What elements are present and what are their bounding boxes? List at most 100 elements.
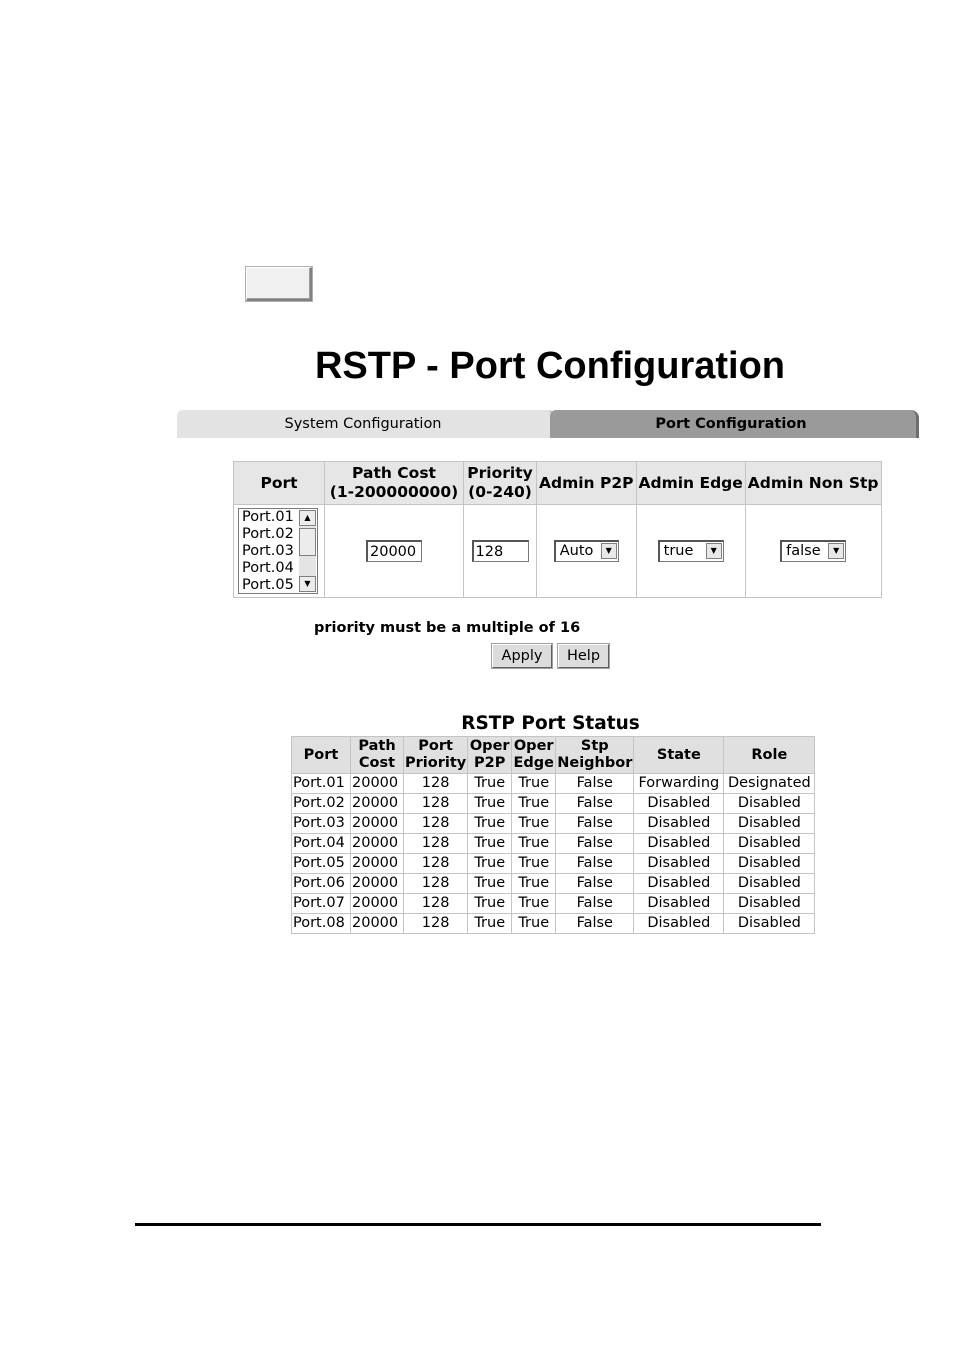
cell-port: Port.03	[291, 813, 351, 834]
apply-button[interactable]: Apply	[492, 644, 552, 668]
port-option[interactable]: Port.04	[242, 560, 294, 576]
tab-system-configuration[interactable]: System Configuration	[177, 410, 549, 438]
admin-non-stp-value: false	[786, 543, 821, 559]
cell-port: Port.06	[291, 873, 351, 894]
cell-path-cost: 20000	[350, 913, 404, 934]
blank-button[interactable]	[246, 267, 312, 301]
cell-port: Port.01	[291, 773, 351, 794]
col-header-priority: Priority(0-240)	[463, 461, 537, 505]
cell-path-cost: 20000	[350, 813, 404, 834]
cell-port: Port.04	[291, 833, 351, 854]
cell-path-cost: 20000	[350, 893, 404, 914]
admin-edge-value: true	[663, 543, 694, 559]
cell-state: Disabled	[633, 793, 725, 814]
cell-port: Port.08	[291, 913, 351, 934]
cell-role: Disabled	[723, 913, 816, 934]
cell-oper-p2p: True	[467, 813, 513, 834]
page-title: RSTP - Port Configuration	[314, 345, 786, 387]
cell-port-priority: 128	[402, 853, 469, 874]
cell-role: Designated	[723, 773, 816, 794]
status-col-state: State	[633, 736, 725, 774]
scroll-thumb[interactable]	[299, 528, 316, 556]
help-button[interactable]: Help	[558, 644, 609, 668]
admin-edge-select[interactable]: true ▼	[657, 540, 724, 562]
col-header-admin-edge: Admin Edge	[635, 461, 746, 505]
col-header-path-cost: Path Cost(1-200000000)	[324, 461, 464, 505]
cell-state: Disabled	[633, 873, 725, 894]
dropdown-arrow-icon[interactable]: ▼	[600, 543, 617, 559]
cell-oper-edge: True	[511, 853, 557, 874]
dropdown-arrow-icon[interactable]: ▼	[828, 543, 845, 559]
config-header-row: Port Path Cost(1-200000000) Priority(0-2…	[233, 461, 882, 505]
path-cost-input[interactable]	[366, 540, 422, 562]
cell-port-priority: 128	[402, 833, 469, 854]
footer-divider	[135, 1223, 821, 1226]
cell-port: Port.02	[291, 793, 351, 814]
cell-state: Disabled	[633, 893, 725, 914]
port-option[interactable]: Port.02	[242, 526, 294, 542]
config-input-row: Port.01 Port.02 Port.03 Port.04 Port.05 …	[233, 504, 882, 598]
admin-non-stp-select[interactable]: false ▼	[780, 540, 847, 562]
status-col-role: Role	[723, 736, 816, 774]
port-listbox[interactable]: Port.01 Port.02 Port.03 Port.04 Port.05 …	[238, 508, 318, 594]
cell-oper-edge: True	[511, 833, 557, 854]
cell-state: Forwarding	[633, 773, 725, 794]
cell-port-priority: 128	[402, 773, 469, 794]
cell-path-cost: 20000	[350, 873, 404, 894]
cell-oper-p2p: True	[467, 773, 513, 794]
cell-stp-neighbor: False	[555, 833, 635, 854]
priority-cell	[463, 504, 537, 598]
port-option[interactable]: Port.03	[242, 543, 294, 559]
tab-port-configuration[interactable]: Port Configuration	[550, 410, 912, 438]
priority-input[interactable]	[471, 540, 529, 562]
cell-port: Port.05	[291, 853, 351, 874]
port-option[interactable]: Port.05	[242, 577, 294, 593]
admin-p2p-select[interactable]: Auto ▼	[553, 540, 619, 562]
cell-oper-edge: True	[511, 813, 557, 834]
cell-oper-edge: True	[511, 913, 557, 934]
priority-hint: priority must be a multiple of 16	[314, 620, 581, 636]
cell-state: Disabled	[633, 913, 725, 934]
admin-edge-cell: true ▼	[635, 504, 746, 598]
cell-oper-edge: True	[511, 893, 557, 914]
listbox-scrollbar[interactable]: ▲ ▼	[299, 510, 316, 592]
admin-p2p-cell: Auto ▼	[536, 504, 637, 598]
status-col-port: Port	[291, 736, 351, 774]
cell-stp-neighbor: False	[555, 793, 635, 814]
cell-role: Disabled	[723, 873, 816, 894]
port-config-table: Port Path Cost(1-200000000) Priority(0-2…	[233, 461, 882, 598]
port-option[interactable]: Port.01	[242, 509, 294, 525]
cell-port-priority: 128	[402, 873, 469, 894]
col-header-port: Port	[233, 461, 325, 505]
cell-oper-edge: True	[511, 793, 557, 814]
scroll-down-icon[interactable]: ▼	[299, 576, 316, 592]
cell-role: Disabled	[723, 793, 816, 814]
cell-port-priority: 128	[402, 893, 469, 914]
tab-bar: System Configuration Port Configuration	[177, 410, 923, 439]
cell-stp-neighbor: False	[555, 813, 635, 834]
scroll-up-icon[interactable]: ▲	[299, 510, 316, 526]
cell-path-cost: 20000	[350, 793, 404, 814]
cell-role: Disabled	[723, 813, 816, 834]
cell-role: Disabled	[723, 833, 816, 854]
cell-role: Disabled	[723, 853, 816, 874]
admin-p2p-value: Auto	[559, 543, 594, 559]
cell-path-cost: 20000	[350, 833, 404, 854]
status-table-title: RSTP Port Status	[461, 713, 640, 734]
cell-oper-p2p: True	[467, 853, 513, 874]
cell-role: Disabled	[723, 893, 816, 914]
cell-oper-p2p: True	[467, 833, 513, 854]
cell-oper-p2p: True	[467, 793, 513, 814]
dropdown-arrow-icon[interactable]: ▼	[705, 543, 722, 559]
cell-stp-neighbor: False	[555, 893, 635, 914]
cell-path-cost: 20000	[350, 773, 404, 794]
